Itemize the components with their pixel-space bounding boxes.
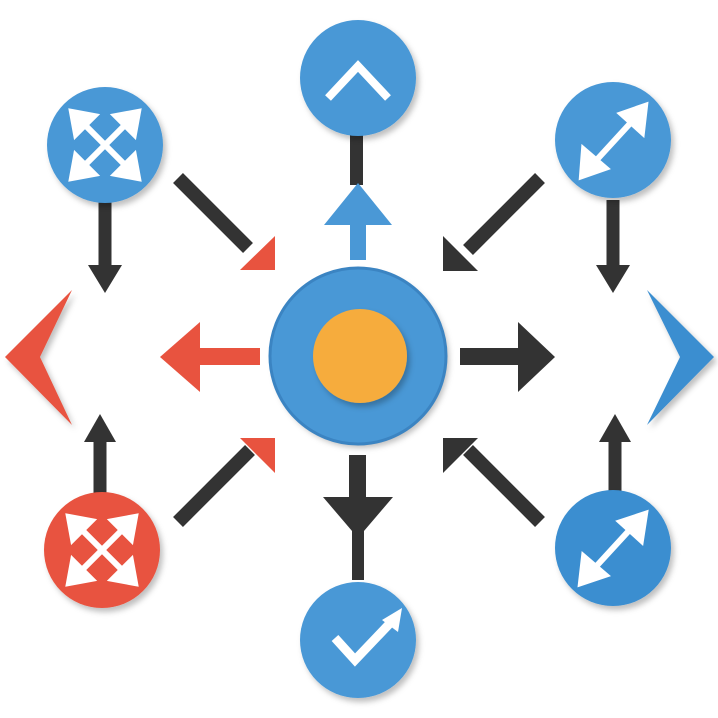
connector-arrow-bottomright-up (599, 414, 631, 495)
chevron-left-icon (5, 290, 72, 425)
chevron-right-icon (647, 290, 714, 425)
connector-arrow-bottomleft-up (84, 414, 116, 495)
connector-arrow-topleft-down (88, 200, 122, 293)
connector-arrow-left (160, 322, 260, 392)
top-left-node (47, 87, 163, 203)
move-arrows-icon (68, 108, 142, 182)
connector-arrow-right (460, 322, 555, 392)
diagonal-resize-icon (577, 509, 649, 588)
top-node (300, 20, 416, 136)
connector-arrow-down (323, 455, 393, 580)
bottom-node (300, 582, 416, 698)
connector-arrow-up (324, 183, 392, 260)
top-right-node (555, 82, 671, 198)
bottom-left-node (44, 492, 160, 608)
connector-arrow-topright-down (596, 200, 630, 293)
connector-arrow-diag-topleft (173, 173, 275, 270)
connector-stem-top (350, 135, 363, 185)
connector-arrow-diag-bottomright (443, 438, 545, 527)
move-arrows-icon (65, 513, 139, 587)
chevron-up-icon (325, 60, 391, 101)
hub-core-icon (313, 309, 407, 403)
checkmark-icon (331, 608, 402, 667)
diagonal-resize-icon (578, 101, 649, 181)
bottom-right-node (555, 490, 671, 606)
connector-arrow-diag-bottomleft (173, 438, 275, 527)
center-hub-node (268, 266, 448, 446)
connector-arrow-diag-topright (443, 173, 545, 271)
